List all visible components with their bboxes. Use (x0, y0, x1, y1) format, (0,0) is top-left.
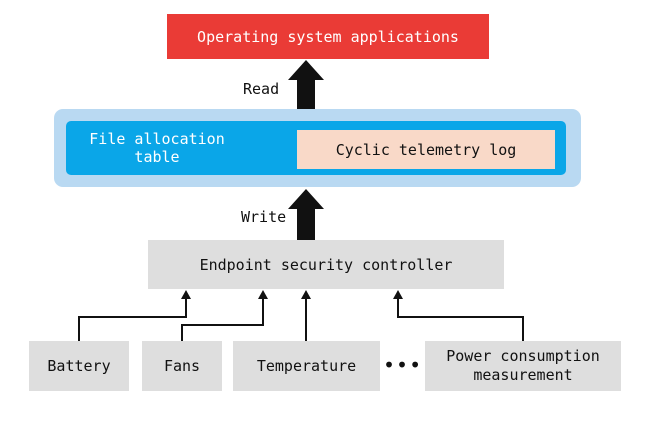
endpoint-security-controller-label: Endpoint security controller (199, 255, 453, 274)
fans-label: Fans (163, 356, 201, 375)
file-allocation-table-label-box: File allocation table (72, 123, 242, 173)
power-arrowhead-icon (393, 290, 403, 299)
fans-box: Fans (142, 341, 222, 391)
power-consumption-box: Power consumption measurement (425, 341, 621, 391)
cyclic-telemetry-log-box: Cyclic telemetry log (297, 130, 555, 169)
battery-label: Battery (47, 356, 111, 375)
os-applications-label: Operating system applications (197, 27, 459, 46)
battery-arrowhead-icon (181, 290, 191, 299)
write-label: Write (241, 208, 287, 226)
write-arrow-icon (288, 189, 324, 240)
power-connector (397, 296, 524, 341)
cyclic-telemetry-log-label: Cyclic telemetry log (335, 140, 517, 159)
read-label: Read (243, 80, 280, 98)
file-allocation-table-label: File allocation table (89, 130, 225, 166)
endpoint-security-controller-box: Endpoint security controller (148, 240, 504, 289)
temperature-arrowhead-icon (301, 290, 311, 299)
temperature-label: Temperature (256, 356, 357, 375)
read-arrow-icon (288, 60, 324, 109)
battery-connector (78, 296, 187, 341)
battery-box: Battery (29, 341, 129, 391)
temperature-box: Temperature (233, 341, 380, 391)
ellipsis-dots: ••• (383, 353, 423, 377)
power-consumption-label: Power consumption measurement (446, 347, 600, 384)
fans-connector (181, 296, 264, 341)
os-applications-box: Operating system applications (167, 14, 489, 59)
fans-arrowhead-icon (258, 290, 268, 299)
